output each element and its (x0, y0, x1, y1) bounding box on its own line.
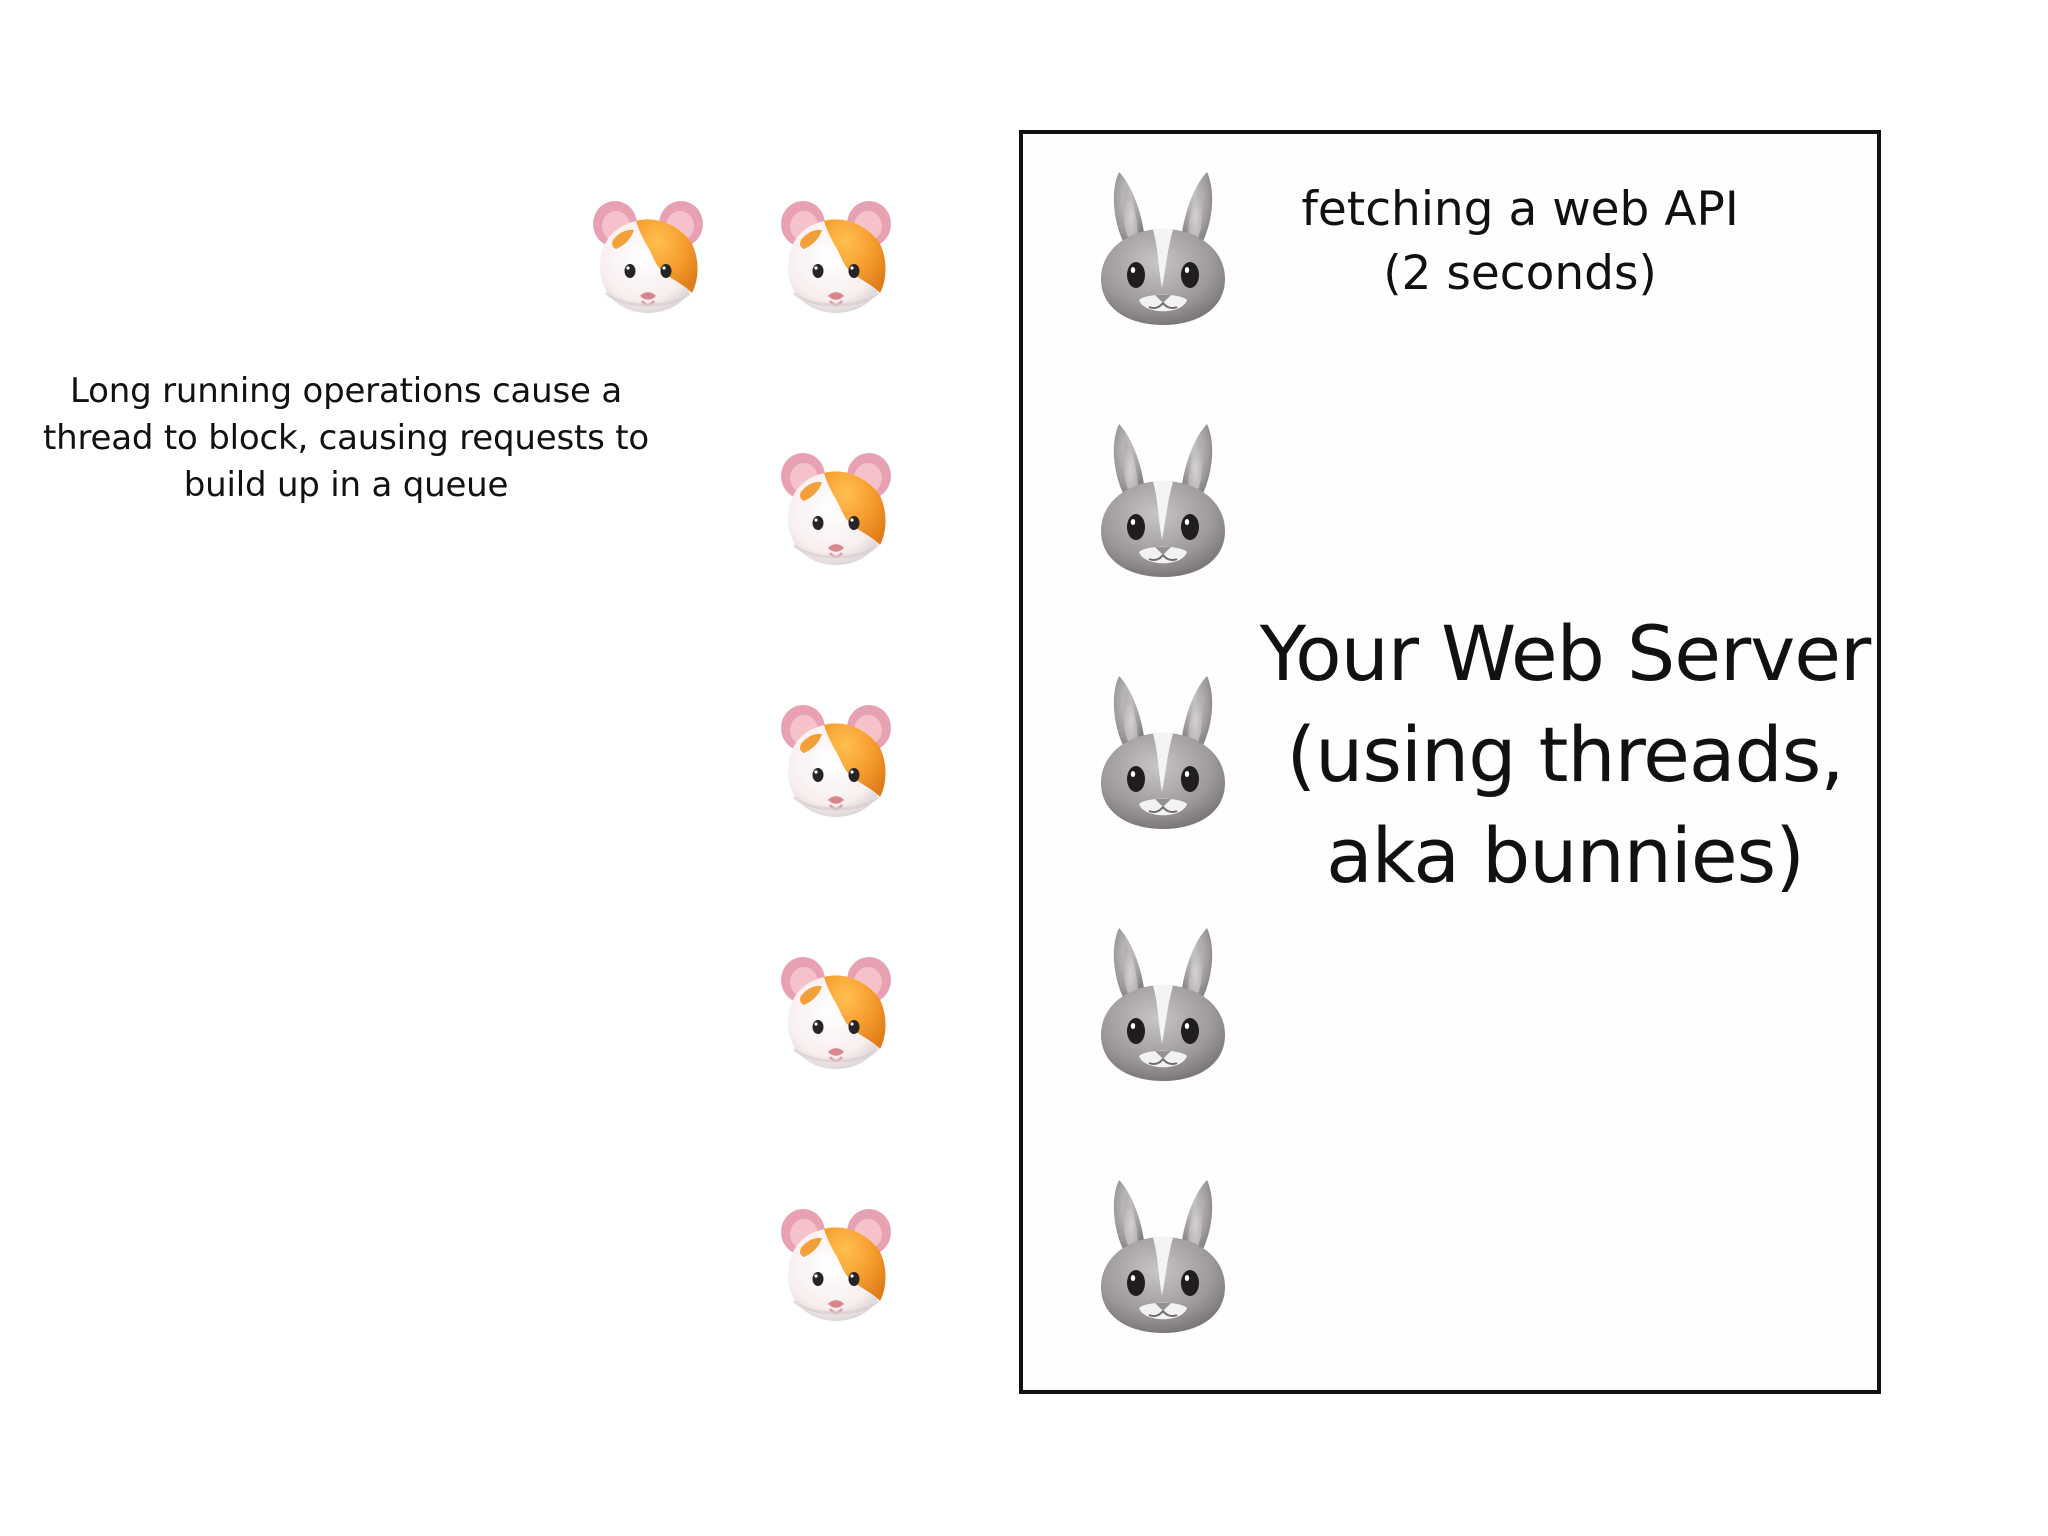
request-hamster-icon (776, 195, 896, 315)
request-hamster-icon (776, 1203, 896, 1323)
thread-bunny-icon (1093, 167, 1233, 327)
thread-bunny-icon (1093, 923, 1233, 1083)
blocking-queue-caption: Long running operations cause a thread t… (43, 371, 649, 505)
web-api-fetch-label: fetching a web API (2 seconds) (1301, 182, 1739, 301)
request-hamster-icon (776, 951, 896, 1071)
request-hamster-icon (588, 195, 708, 315)
thread-bunny-icon (1093, 671, 1233, 831)
thread-bunny-icon (1093, 419, 1233, 579)
thread-bunny-icon (1093, 1175, 1233, 1335)
request-hamster-icon (776, 447, 896, 567)
request-hamster-icon (776, 699, 896, 819)
web-server-title: Your Web Server (using threads, aka bunn… (1259, 609, 1871, 900)
